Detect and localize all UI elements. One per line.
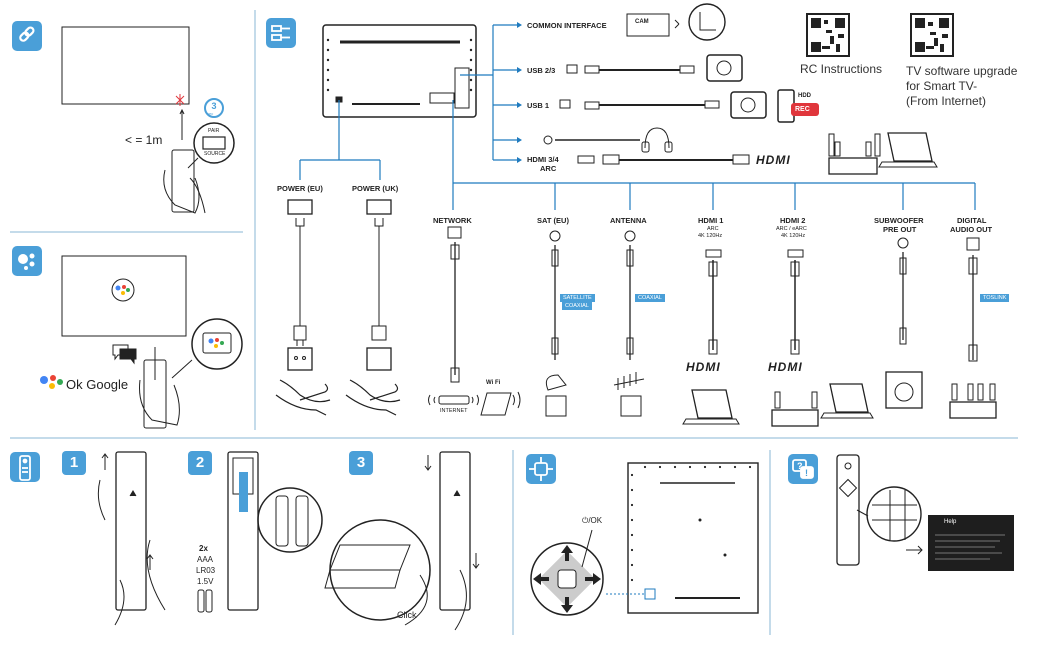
sw-upgrade-line2: for Smart TV- bbox=[906, 79, 978, 93]
power-eu-label: POWER (EU) bbox=[277, 184, 323, 193]
help-icon: ?! bbox=[788, 454, 818, 484]
cam-label: CAM bbox=[635, 19, 649, 25]
tv-screen-mid bbox=[61, 255, 187, 337]
svg-text:!: ! bbox=[805, 468, 808, 478]
cables-icon bbox=[266, 18, 296, 48]
battery-code: LR03 bbox=[196, 566, 216, 575]
wifi-label: Wi Fi bbox=[486, 380, 501, 386]
remote-top bbox=[171, 149, 195, 213]
ok-google-label: Ok Google bbox=[66, 377, 129, 392]
hdmi34-label: HDMI 3/4 bbox=[527, 155, 559, 164]
link-icon bbox=[12, 21, 42, 51]
power-ok-label: ⏻/OK bbox=[582, 516, 603, 525]
sw-upgrade-line3: (From Internet) bbox=[906, 94, 987, 108]
hdmi34-arc-label: ARC bbox=[540, 164, 557, 173]
pre-out-label: PRE OUT bbox=[883, 225, 917, 234]
hdmi-logo-1: HDMI bbox=[686, 360, 721, 374]
rc-instructions-label: RC Instructions bbox=[800, 62, 883, 76]
network-label: NETWORK bbox=[433, 216, 472, 225]
hdmi1-sub-b: 4K 120Hz bbox=[698, 233, 723, 239]
power-uk-label: POWER (UK) bbox=[352, 184, 399, 193]
hdd-label: HDD bbox=[798, 93, 811, 99]
hdmi-logo-top: HDMI bbox=[756, 153, 791, 167]
hdmi2-sub-b: 4K 120Hz bbox=[781, 233, 806, 239]
assistant-icon bbox=[12, 246, 42, 276]
ci-label: COMMON INTERFACE bbox=[527, 21, 607, 30]
antenna-tag: COAXIAL bbox=[635, 294, 665, 302]
toslink-tag: TOSLINK bbox=[980, 294, 1010, 302]
audio-out-label: AUDIO OUT bbox=[950, 225, 993, 234]
distance-label: < = 1m bbox=[125, 133, 163, 147]
pair-label: PAIR bbox=[208, 128, 220, 134]
sat-tag-a: SATELLITE bbox=[560, 294, 595, 302]
hdmi1-sub-a: ARC bbox=[707, 226, 719, 232]
hdmi2-label: HDMI 2 bbox=[780, 216, 806, 225]
hdmi-logo-2: HDMI bbox=[768, 360, 803, 374]
battery-type: AAA bbox=[197, 555, 214, 564]
tv-back bbox=[322, 24, 477, 118]
hdmi2-sub-a: ARC / eARC bbox=[776, 226, 807, 232]
source-label: SOURCE bbox=[204, 151, 226, 157]
usb23-label: USB 2/3 bbox=[527, 66, 556, 75]
digital-label: DIGITAL bbox=[957, 216, 987, 225]
step-2-badge: 2 bbox=[188, 451, 212, 475]
remote-icon bbox=[10, 452, 40, 482]
battery-voltage: 1.5V bbox=[197, 577, 214, 586]
joystick-icon bbox=[526, 454, 556, 484]
svg-text:?: ? bbox=[797, 461, 803, 471]
rec-label: REC bbox=[795, 106, 810, 113]
qr-rc bbox=[806, 13, 850, 57]
tv-screen-top bbox=[61, 26, 190, 105]
timer-value: 3 bbox=[211, 101, 217, 111]
ir-sensor-icon bbox=[175, 94, 185, 106]
battery-count: 2x bbox=[199, 544, 208, 553]
internet-label: INTERNET bbox=[440, 408, 468, 414]
hdmi1-label: HDMI 1 bbox=[698, 216, 724, 225]
step-3-badge: 3 bbox=[349, 451, 373, 475]
qr-software bbox=[910, 13, 954, 57]
subwoofer-label: SUBWOOFER bbox=[874, 216, 924, 225]
usb1-label: USB 1 bbox=[527, 101, 550, 110]
step-1-badge: 1 bbox=[62, 451, 86, 475]
sat-tag-b: COAXIAL bbox=[562, 302, 592, 310]
sw-upgrade-line1: TV software upgrade bbox=[906, 64, 1018, 78]
click-label: Click bbox=[397, 610, 417, 620]
timer-unit: sec bbox=[207, 111, 214, 116]
help-screen-title: Help bbox=[944, 519, 957, 525]
antenna-label: ANTENNA bbox=[610, 216, 647, 225]
sat-label: SAT (EU) bbox=[537, 216, 569, 225]
